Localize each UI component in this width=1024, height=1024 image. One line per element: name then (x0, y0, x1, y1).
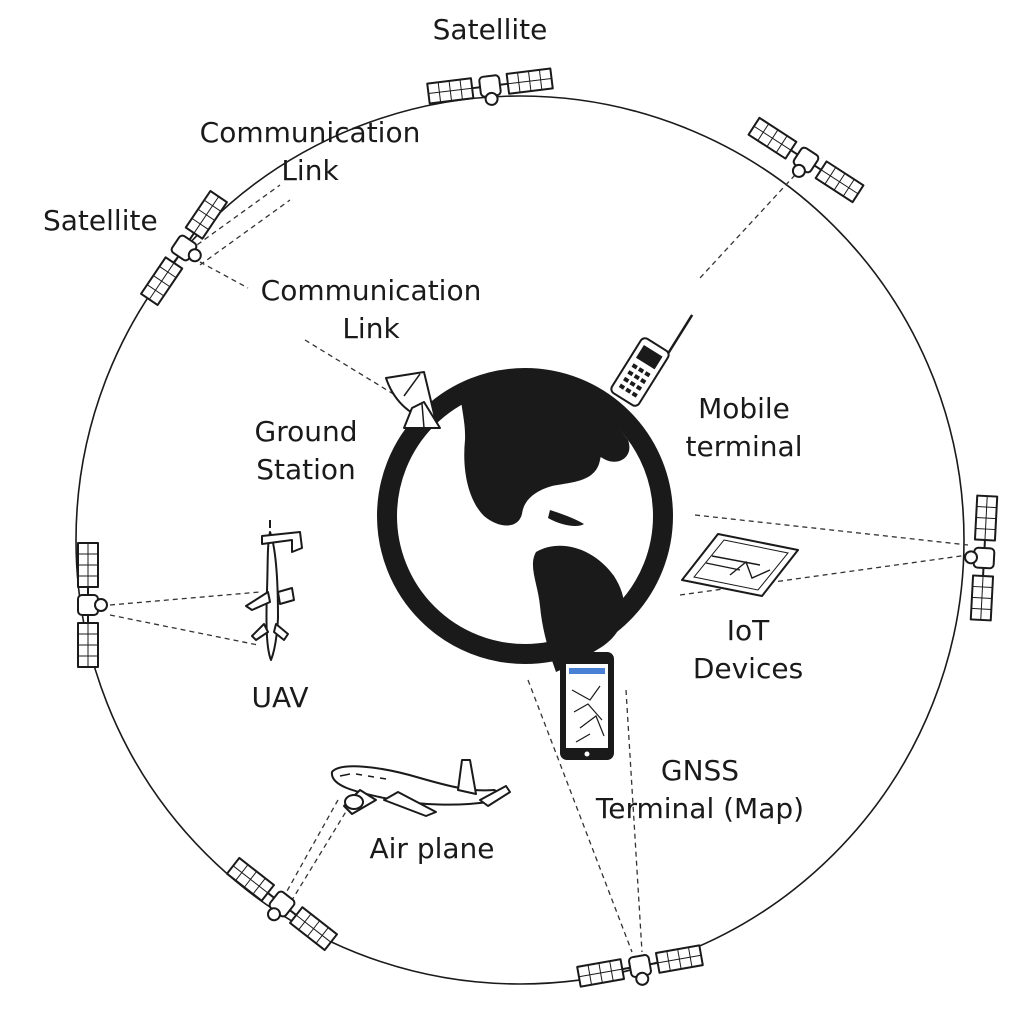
iot-tablet-icon (681, 533, 799, 597)
earth-globe-icon (377, 368, 673, 672)
label-air-plane: Air plane (369, 832, 495, 865)
orbit-circle (75, 95, 965, 985)
label-mobile-terminal: Mobile terminal (685, 392, 803, 463)
label-communication-link-upper: Communication Link (199, 116, 421, 187)
satellite-icon (220, 856, 339, 959)
uav-drone-icon (245, 520, 303, 661)
label-iot-devices: IoT Devices (692, 614, 804, 685)
satellite-icon (576, 944, 706, 997)
satellite-icon (742, 116, 865, 211)
label-communication-link-middle: Communication Link (260, 274, 482, 345)
satellite-icon (960, 494, 999, 622)
label-uav: UAV (251, 681, 309, 714)
smartphone-map-icon (560, 652, 614, 760)
satellite-icon (77, 542, 108, 668)
label-ground-station: Ground Station (254, 415, 358, 486)
satellite-icon (426, 67, 555, 114)
satellite-dish-icon (385, 371, 441, 429)
airplane-icon (330, 759, 511, 817)
label-satellite-left: Satellite (43, 204, 158, 237)
label-gnss-terminal: GNSS Terminal (Map) (595, 754, 805, 825)
label-satellite-top: Satellite (432, 13, 548, 46)
mobile-phone-icon (610, 314, 694, 407)
